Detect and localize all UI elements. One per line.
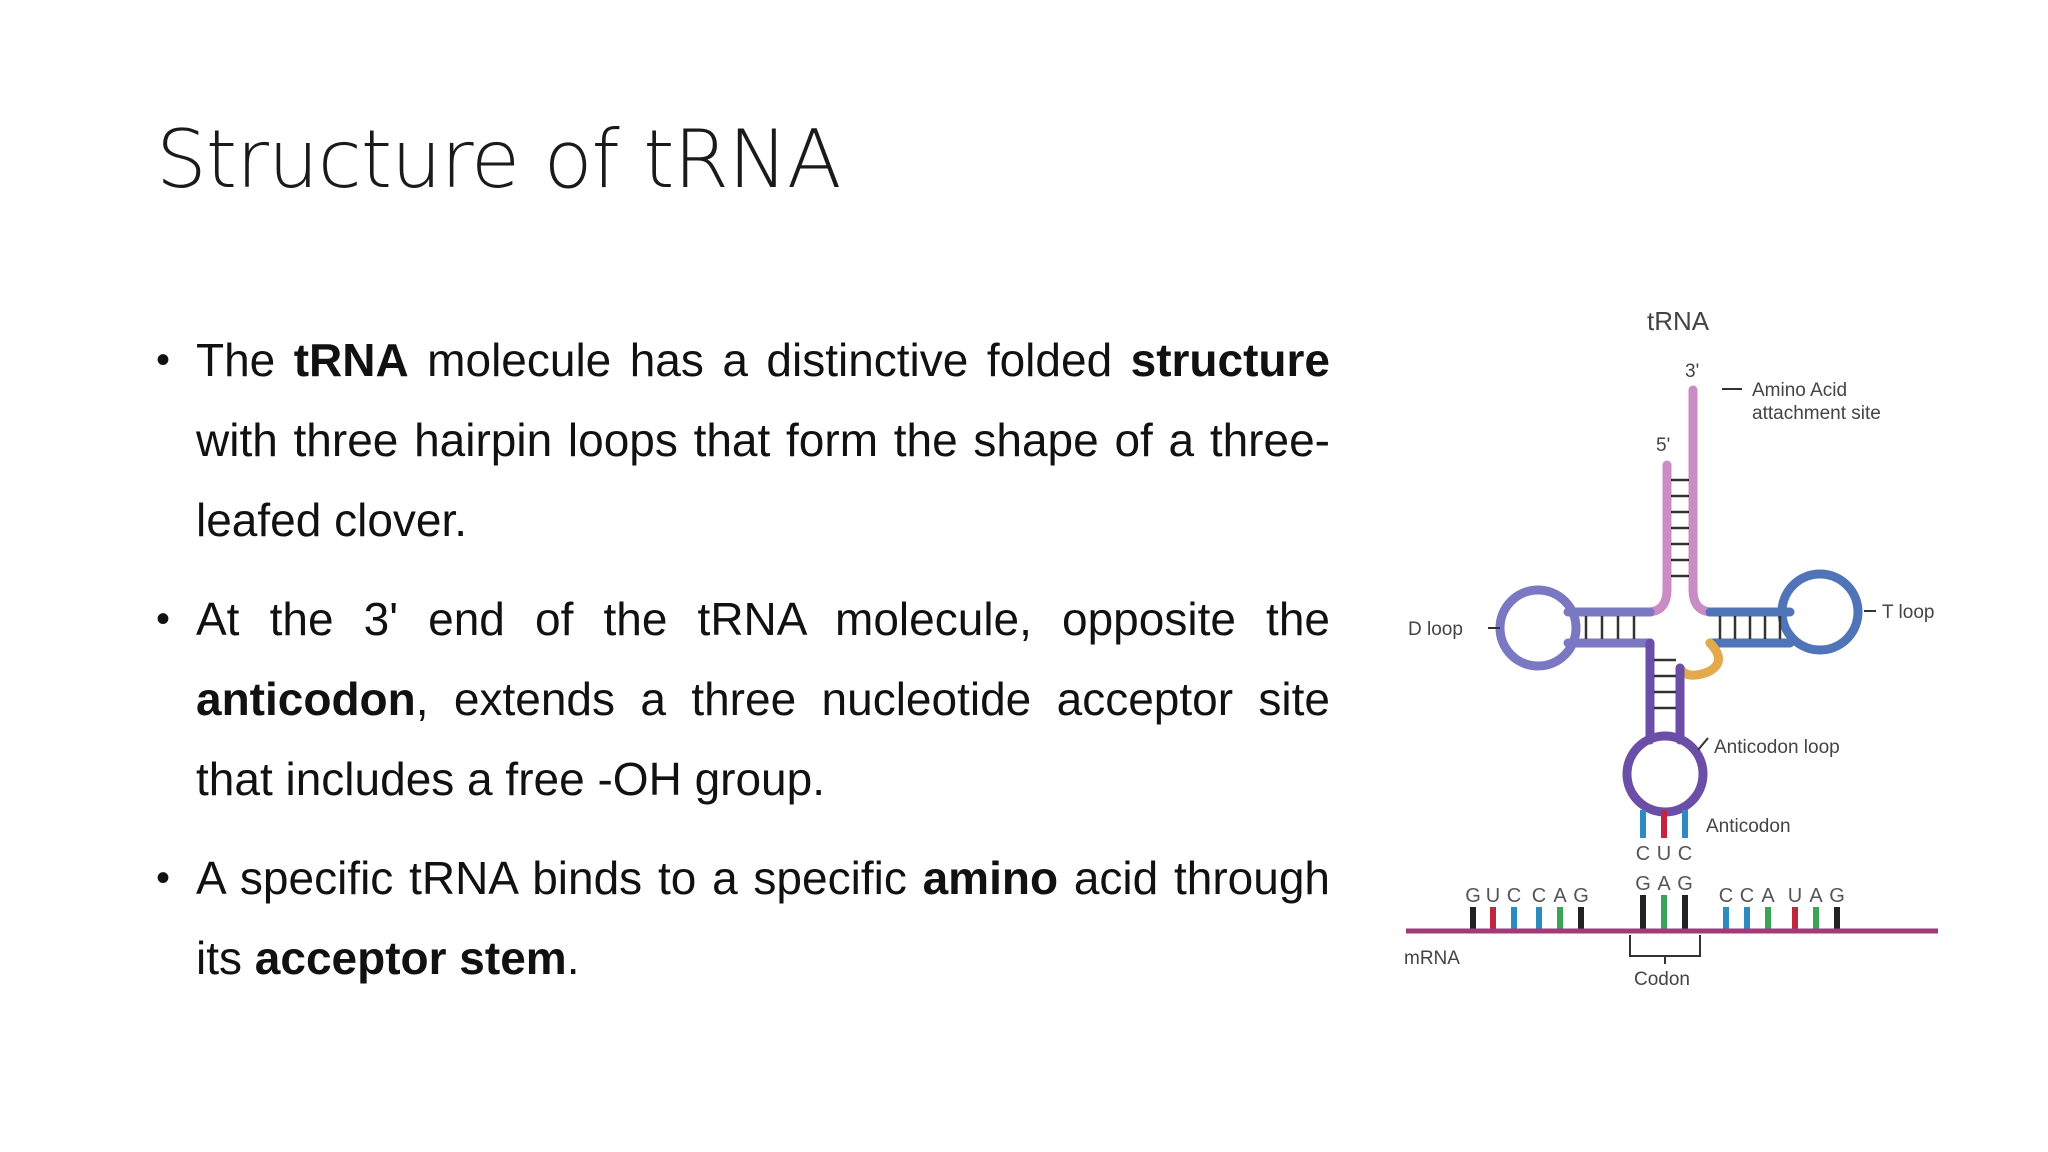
mrna-base-6: G	[1573, 885, 1589, 907]
bullet-bold-text: anticodon	[196, 673, 416, 725]
bullet-bold-text: structure	[1130, 334, 1331, 386]
bullet-item-1: The tRNA molecule has a distinctive fold…	[156, 320, 1330, 560]
codon-label: Codon	[1634, 969, 1690, 990]
anticodon-arm	[1622, 638, 1708, 817]
mrna-base-8: C	[1740, 885, 1754, 907]
mrna-base-7: C	[1719, 885, 1733, 907]
bullet-list: The tRNA molecule has a distinctive fold…	[156, 320, 1330, 1017]
mrna-base-5: A	[1553, 885, 1567, 907]
bullet-text: acid through its	[196, 852, 1331, 984]
mrna-base-4: C	[1532, 885, 1546, 907]
anticodon-loop-label: Anticodon loop	[1714, 737, 1840, 758]
trna-diagram-svg: tRNA 3' 5' Amino Acid attachment site D …	[1404, 306, 1938, 990]
mrna-label: mRNA	[1404, 948, 1460, 969]
bullet-item-3: A specific tRNA binds to a specific amin…	[156, 838, 1330, 998]
bullet-text: The	[196, 334, 294, 386]
five-prime-label: 5'	[1656, 435, 1670, 456]
mrna-base-10: U	[1788, 885, 1802, 907]
bullet-bold-text: amino	[922, 852, 1059, 904]
anticodon-label: Anticodon	[1706, 816, 1791, 837]
mrna-base-3: C	[1507, 885, 1521, 907]
t-loop-label: T loop	[1882, 602, 1934, 623]
codon-base-3: G	[1677, 873, 1693, 895]
amino-acid-label-2: attachment site	[1752, 403, 1881, 424]
anticodon-ticks	[1640, 810, 1688, 838]
three-prime-label: 3'	[1685, 361, 1699, 382]
anticodon-base-2: U	[1657, 843, 1671, 865]
t-arm	[1705, 569, 1863, 655]
bullet-bold-text: tRNA	[293, 334, 409, 386]
anticodon-loop-pointer	[1697, 737, 1709, 751]
codon-base-2: A	[1657, 873, 1671, 895]
mrna-base-1: G	[1465, 885, 1481, 907]
bullet-item-2: At the 3' end of the tRNA molecule, oppo…	[156, 579, 1330, 819]
bullet-text: At the 3' end of the tRNA molecule, oppo…	[196, 593, 1330, 645]
bullet-text: molecule has a distinctive folded	[408, 334, 1131, 386]
amino-acid-label-1: Amino Acid	[1752, 380, 1847, 401]
bullet-bold-text: acceptor stem	[254, 932, 567, 984]
trna-diagram: tRNA 3' 5' Amino Acid attachment site D …	[1390, 300, 1970, 1000]
anticodon-base-1: C	[1636, 843, 1650, 865]
bullet-text: A specific tRNA binds to a specific	[196, 852, 923, 904]
d-arm	[1495, 585, 1655, 671]
bullet-text: with three hairpin loops that form the s…	[196, 414, 1330, 546]
mrna-base-11: A	[1809, 885, 1823, 907]
mrna-ticks	[1470, 895, 1840, 931]
mrna-base-2: U	[1486, 885, 1500, 907]
acceptor-stem	[1645, 385, 1715, 617]
codon-base-1: G	[1635, 873, 1651, 895]
anticodon-base-3: C	[1678, 843, 1692, 865]
mrna-base-9: A	[1761, 885, 1775, 907]
mrna-base-12: G	[1829, 885, 1845, 907]
slide-title: Structure of tRNA	[156, 113, 842, 206]
variable-loop	[1675, 638, 1723, 680]
codon-bracket	[1629, 935, 1701, 957]
bullet-text: , extends a three nucleotide acceptor si…	[196, 673, 1330, 805]
diagram-title: tRNA	[1647, 306, 1710, 336]
bullet-text: .	[566, 932, 580, 984]
d-loop-label: D loop	[1408, 619, 1463, 640]
